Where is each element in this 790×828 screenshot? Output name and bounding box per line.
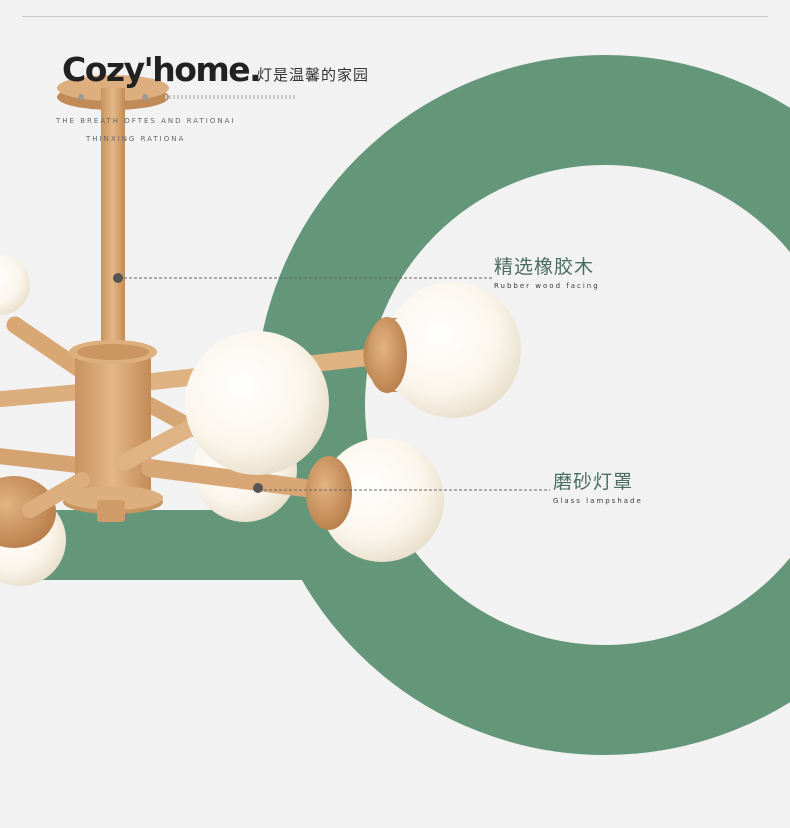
green-ring — [255, 55, 790, 755]
callout-lampshade-caption: Glass lampshade — [553, 497, 643, 505]
lamp-upper-right — [363, 282, 521, 418]
callout-lampshade-title: 磨砂灯罩 — [553, 471, 634, 493]
lamp-lower-right — [306, 438, 444, 562]
top-divider-line — [22, 16, 768, 17]
glass-globe — [320, 438, 444, 562]
subtitle-line-1: THE BREATH OFTES AND RATIONAI — [56, 117, 236, 125]
wood-cap — [306, 456, 352, 530]
brand-tagline: 灯是温馨的家园 — [257, 66, 370, 84]
callout-lines — [113, 273, 550, 493]
glass-globe — [185, 331, 329, 475]
callout-rubber-wood-title: 精选橡胶木 — [494, 256, 595, 278]
subtitle-line-2: THINXING RATIONA — [86, 135, 186, 143]
wood-hub — [63, 340, 163, 522]
glass-globe — [385, 282, 521, 418]
brand-logo-text: Cozy'home. — [62, 50, 262, 89]
wood-rod — [101, 88, 125, 350]
callout-rubber-wood-caption: Rubber wood facing — [494, 282, 600, 290]
glass-globe — [0, 255, 30, 315]
wood-cap — [367, 317, 407, 393]
